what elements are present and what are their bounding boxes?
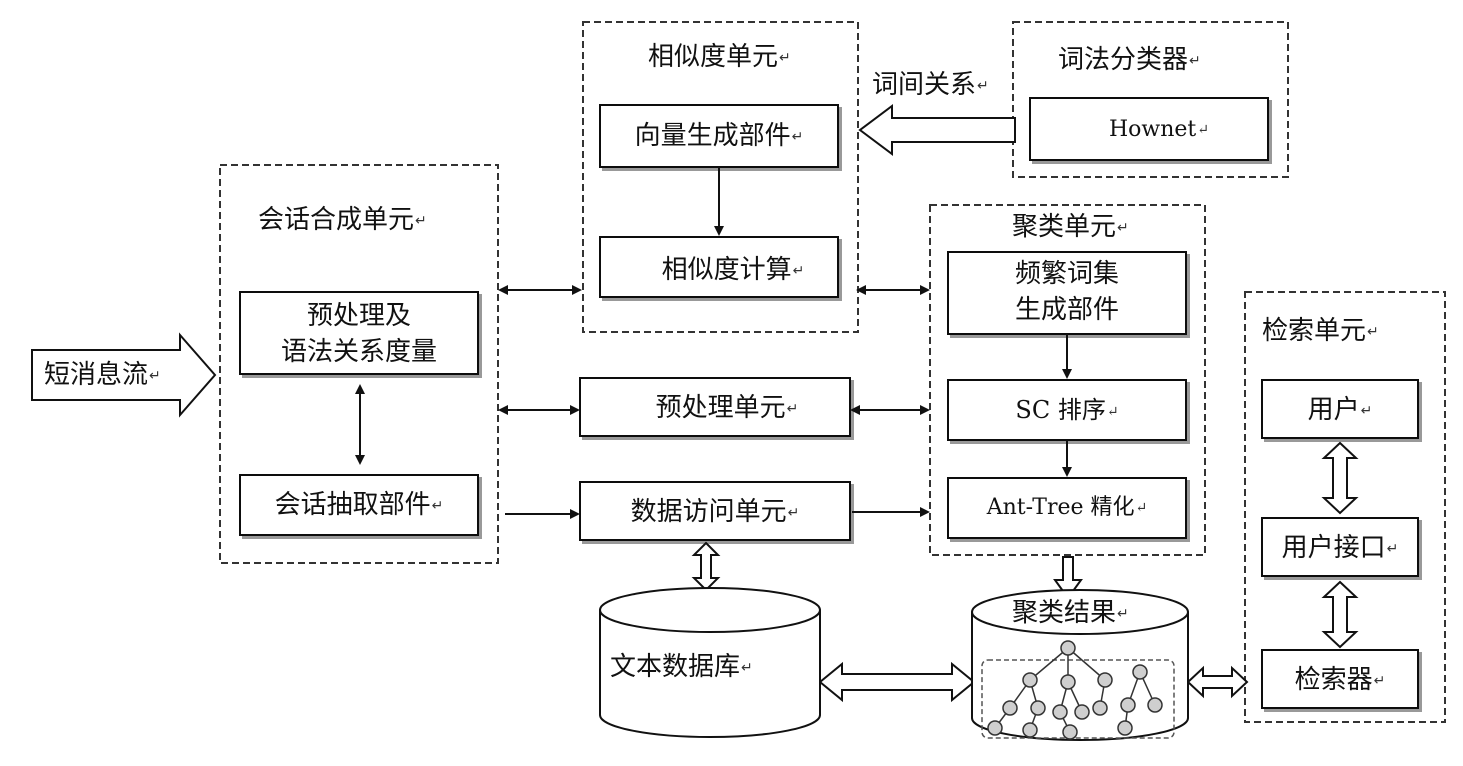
sc-sort-box bbox=[947, 379, 1187, 441]
preprocess-syntax-label: 预处理及 语法关系度量 bbox=[280, 301, 437, 367]
retrieval-unit-frame bbox=[1244, 291, 1446, 723]
vector-gen-box bbox=[599, 104, 839, 168]
similarity-unit-frame bbox=[582, 21, 859, 333]
session-extract-label: 会话抽取部件↵ bbox=[274, 490, 444, 520]
data-access-box bbox=[579, 481, 851, 541]
retriever-box bbox=[1261, 649, 1419, 709]
user-box bbox=[1261, 379, 1419, 439]
similarity-unit-title: 相似度单元↵ bbox=[648, 42, 791, 72]
retrieval-unit-title: 检索单元↵ bbox=[1262, 316, 1379, 346]
cluster-result-cylinder bbox=[971, 589, 1189, 741]
session-unit-title: 会话合成单元↵ bbox=[258, 205, 427, 235]
result-retriever-arrow bbox=[1186, 665, 1249, 699]
input-stream-arrow bbox=[31, 332, 217, 418]
text-database-label: 文本数据库↵ bbox=[610, 652, 753, 682]
lexical-classifier-title: 词法分类器↵ bbox=[1058, 45, 1201, 75]
text-database-cylinder bbox=[599, 587, 821, 738]
dataaccess-textdb-arrow bbox=[691, 541, 721, 592]
preprocess-unit-label: 预处理单元↵ bbox=[655, 393, 799, 423]
retriever-label: 检索器↵ bbox=[1294, 665, 1386, 695]
ant-tree-box bbox=[947, 477, 1187, 539]
textdb-result-arrow bbox=[818, 661, 976, 703]
user-label: 用户↵ bbox=[1307, 395, 1373, 425]
hownet-box bbox=[1029, 97, 1269, 161]
word-relation-arrow bbox=[858, 104, 1016, 156]
sc-sort-label: SC 排序↵ bbox=[1015, 396, 1119, 424]
frequent-itemset-box bbox=[947, 251, 1187, 335]
cluster-result-label: 聚类结果↵ bbox=[1012, 598, 1129, 628]
lexical-classifier-frame bbox=[1012, 21, 1289, 178]
similarity-calc-label: 相似度计算↵ bbox=[661, 255, 805, 285]
preprocess-syntax-box bbox=[239, 291, 479, 375]
clustering-unit-title: 聚类单元↵ bbox=[1012, 212, 1129, 242]
similarity-calc-box bbox=[599, 236, 839, 298]
user-interface-arrow-1 bbox=[1321, 441, 1359, 515]
frequent-itemset-label: 频繁词集 生成部件 bbox=[1014, 259, 1119, 325]
input-stream-label: 短消息流↵ bbox=[44, 360, 161, 390]
hownet-label: Hownet↵ bbox=[1108, 117, 1210, 142]
clustering-unit-frame bbox=[929, 204, 1206, 556]
vector-gen-label: 向量生成部件↵ bbox=[634, 121, 804, 151]
data-access-label: 数据访问单元↵ bbox=[630, 497, 800, 527]
session-extract-box bbox=[239, 474, 479, 536]
user-interface-label: 用户接口↵ bbox=[1281, 533, 1399, 563]
ant-tree-label: Ant-Tree 精化↵ bbox=[986, 495, 1148, 520]
interface-retriever-arrow bbox=[1321, 580, 1359, 649]
word-relation-label: 词间关系↵ bbox=[872, 70, 989, 100]
preprocess-unit-box bbox=[579, 377, 851, 437]
session-unit-frame bbox=[219, 164, 499, 564]
anttree-result-arrow bbox=[1053, 556, 1083, 600]
user-interface-box bbox=[1261, 517, 1419, 577]
